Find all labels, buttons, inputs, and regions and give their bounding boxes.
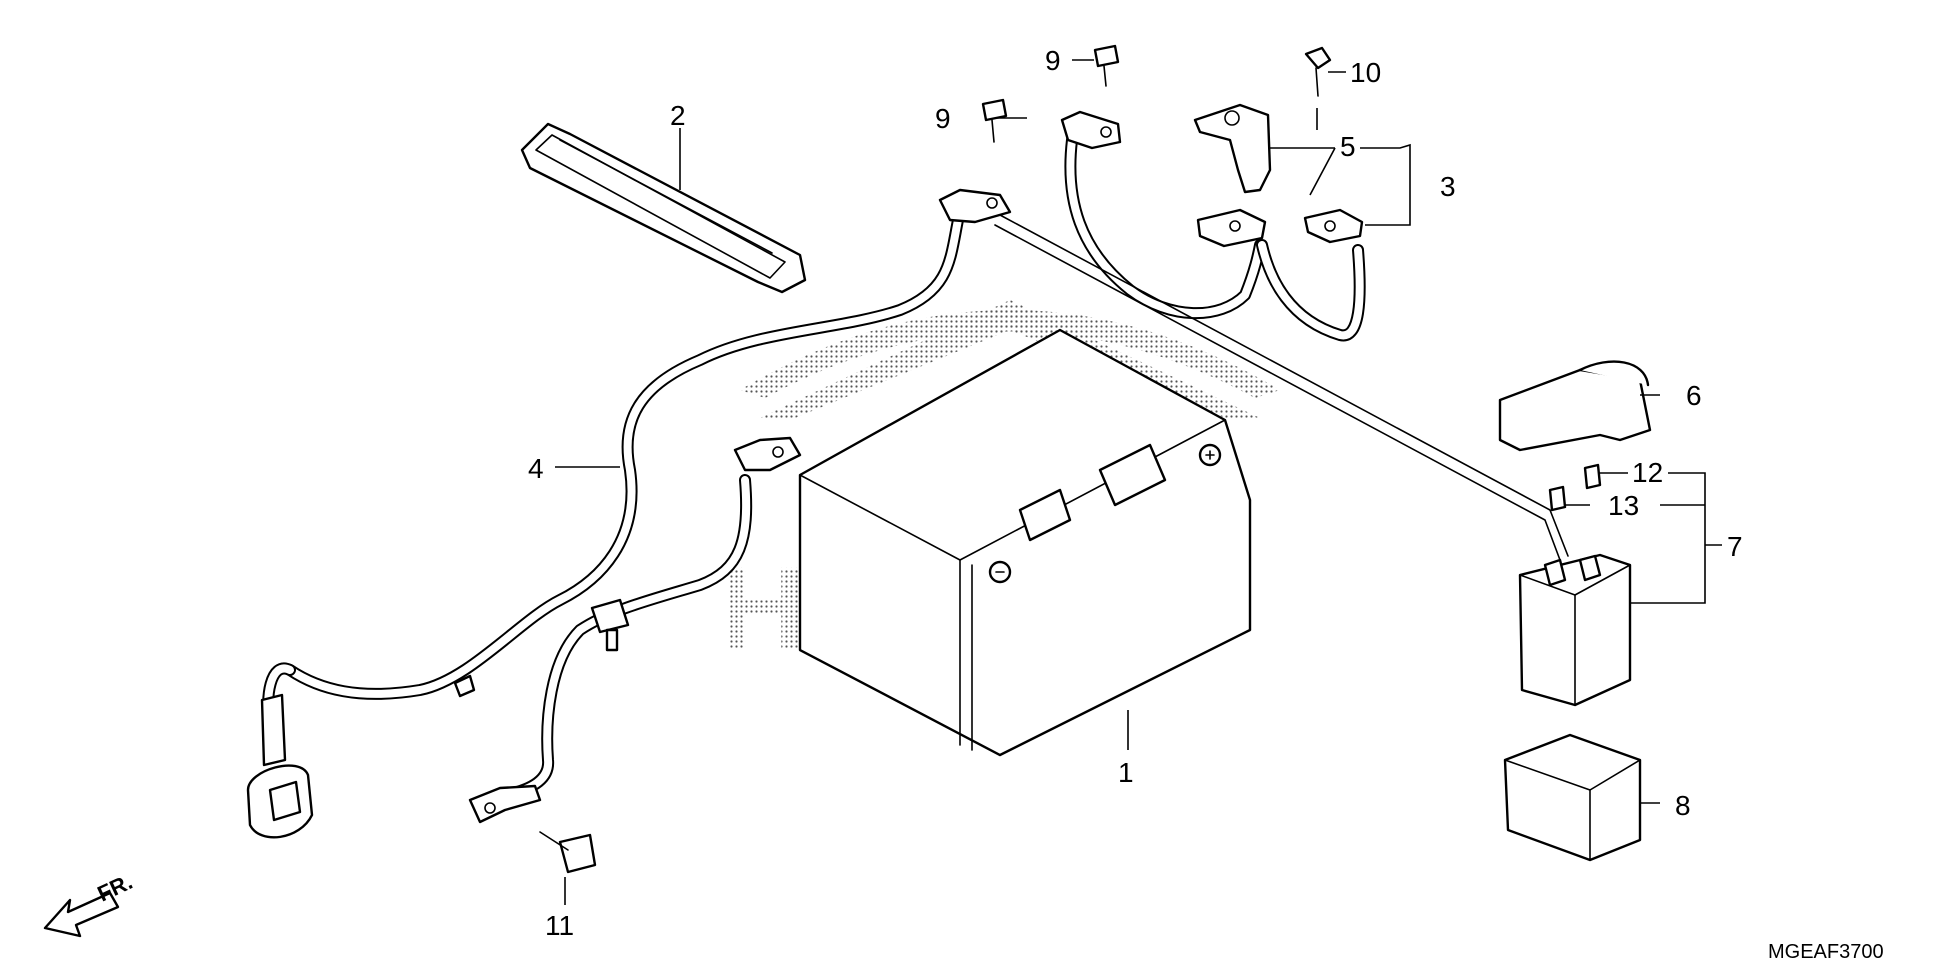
callout-11: 11	[545, 910, 574, 941]
bolt-11	[539, 831, 597, 874]
callout-8: 8	[1675, 790, 1691, 821]
battery	[798, 328, 1252, 757]
callout-3: 3	[1440, 171, 1456, 202]
callout-12: 12	[1632, 457, 1663, 488]
callout-labels: 2 1 3 4 5 6 7 8 9 9 10 11 12 13	[528, 45, 1743, 941]
callout-7: 7	[1727, 531, 1743, 562]
bolt-9-left	[981, 98, 1008, 143]
relay-lead-wire	[994, 214, 1569, 561]
callout-9-top: 9	[1045, 45, 1061, 76]
starter-relay	[1518, 553, 1632, 707]
callout-10: 10	[1350, 57, 1381, 88]
leader-lines	[555, 59, 1722, 905]
front-direction-arrow: FR.	[43, 869, 136, 938]
diagram-code: MGEAF3700	[1768, 941, 1884, 963]
callout-4: 4	[528, 453, 544, 484]
battery-strap	[520, 122, 807, 294]
callout-2: 2	[670, 100, 686, 131]
bolt-9-top	[1093, 44, 1120, 87]
fuses	[1548, 463, 1602, 512]
callout-1: 1	[1118, 757, 1134, 788]
sub-cable-assembly	[1060, 110, 1366, 342]
relay-holder	[1503, 733, 1642, 862]
callout-13: 13	[1608, 490, 1639, 521]
callout-9-left: 9	[935, 103, 951, 134]
callout-6: 6	[1686, 380, 1702, 411]
terminal-cover	[1193, 103, 1272, 194]
battery-cable-harness	[246, 188, 1012, 839]
relay-cover	[1498, 360, 1652, 452]
callout-5: 5	[1340, 131, 1356, 162]
bolt-10	[1304, 46, 1332, 97]
